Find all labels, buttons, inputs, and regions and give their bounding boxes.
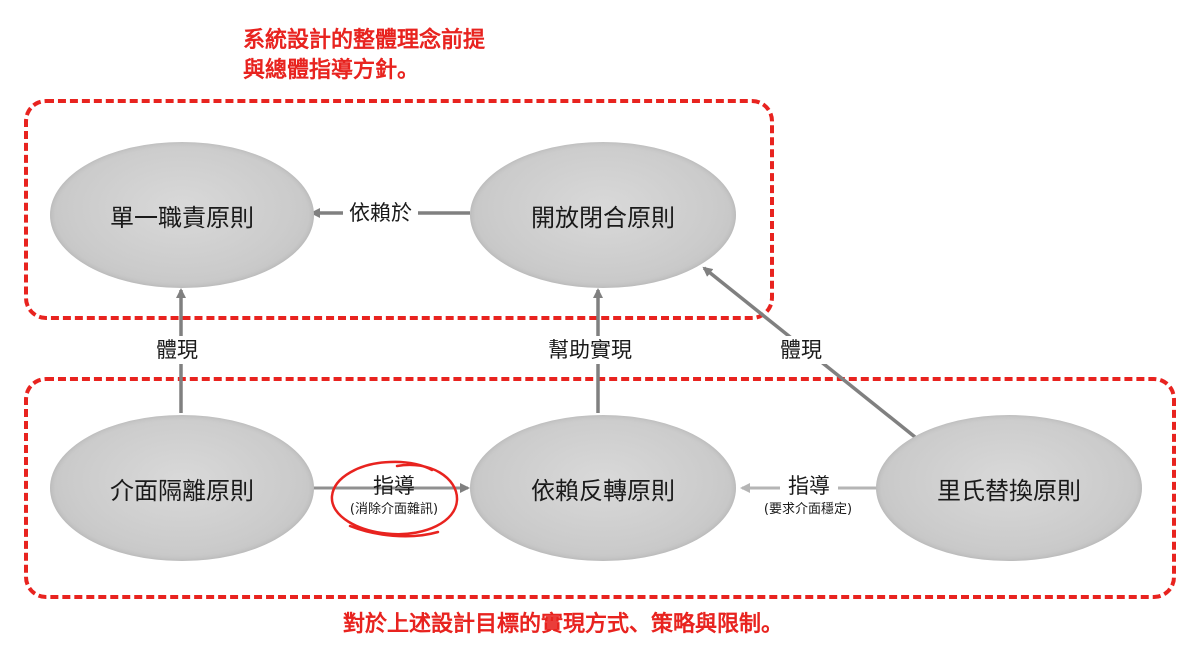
bottom-annotation: 對於上述設計目標的實現方式、策略與限制。 (343, 612, 784, 637)
node-single-responsibility-label: 單一職責原則 (110, 203, 254, 232)
edge-label-depends-on: 依賴於 (343, 199, 418, 227)
principles-group-box (24, 99, 774, 320)
node-open-closed: 開放閉合原則 (470, 142, 736, 288)
node-dependency-inversion: 依賴反轉原則 (470, 415, 736, 561)
edge-label-guides-isp: 指導 (373, 474, 415, 498)
node-liskov-substitution: 里氏替換原則 (876, 415, 1142, 561)
edge-sublabel-eliminate-noise: (消除介面雜訊) (349, 502, 439, 517)
node-open-closed-label: 開放閉合原則 (531, 203, 675, 232)
top-annotation: 系統設計的整體理念前提 與總體指導方針。 (243, 26, 485, 86)
edge-label-embodies-isp: 體現 (150, 336, 204, 364)
edge-label-helps-realize: 幫助實現 (542, 336, 638, 364)
node-single-responsibility: 單一職責原則 (50, 142, 314, 288)
node-dependency-inversion-label: 依賴反轉原則 (531, 476, 675, 505)
edge-label-guides-lsp: 指導 (780, 472, 838, 500)
edge-label-embodies-lsp: 體現 (774, 336, 828, 364)
implementation-group-box (24, 377, 1176, 599)
node-interface-segregation: 介面隔離原則 (50, 415, 314, 561)
top-annotation-line2: 與總體指導方針。 (243, 58, 420, 83)
node-interface-segregation-label: 介面隔離原則 (110, 476, 254, 505)
top-annotation-line1: 系統設計的整體理念前提 (243, 28, 486, 53)
node-liskov-substitution-label: 里氏替換原則 (937, 476, 1081, 505)
handdrawn-circle (330, 460, 459, 538)
edge-sublabel-stable-interface: (要求介面穩定) (763, 502, 853, 517)
